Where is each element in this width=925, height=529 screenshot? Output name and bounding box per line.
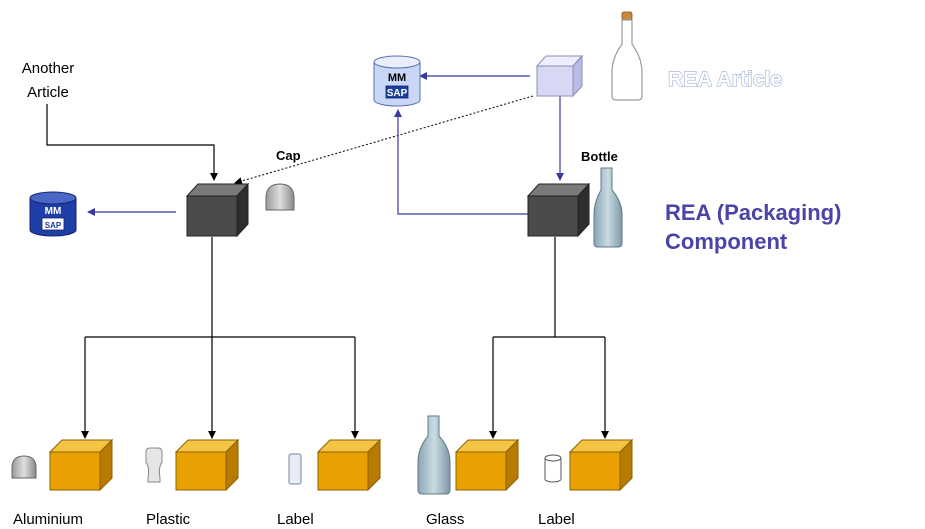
sap-logo-text: SAP bbox=[387, 88, 408, 99]
bottle-label: Bottle bbox=[581, 149, 618, 164]
rea-component-title-line1: REA (Packaging) bbox=[665, 200, 841, 225]
material-cube-plastic bbox=[174, 438, 240, 492]
cap-component-cube bbox=[185, 182, 250, 238]
cap-label: Cap bbox=[276, 148, 301, 163]
material-cube-label-left bbox=[316, 438, 382, 492]
label-cylinder-icon bbox=[544, 454, 562, 483]
sap-logo-text-left: SAP bbox=[45, 221, 62, 230]
material-label-label-left: Label bbox=[277, 511, 314, 528]
mm-database-top: MM SAP bbox=[373, 55, 421, 107]
mm-database-top-text: MM bbox=[388, 72, 406, 84]
rea-component-title-line2: Component bbox=[665, 229, 788, 254]
mm-database-left-text: MM bbox=[45, 206, 62, 217]
material-cube-glass bbox=[454, 438, 520, 492]
bottle-to-mm-arrow bbox=[394, 109, 528, 215]
label-strip-icon bbox=[288, 453, 302, 485]
article-cube bbox=[535, 54, 584, 98]
material-cube-label-right bbox=[568, 438, 634, 492]
material-label-plastic: Plastic bbox=[146, 511, 191, 528]
material-label-aluminium: Aluminium bbox=[13, 511, 83, 528]
sap-logo-icon bbox=[385, 85, 409, 99]
empty-bottle-icon bbox=[611, 11, 643, 101]
another-article-connector bbox=[46, 104, 218, 181]
rea-article-title: REA Article bbox=[668, 68, 782, 91]
cap-dome-icon bbox=[265, 183, 295, 211]
aluminium-cap-icon bbox=[11, 455, 37, 479]
article-to-cap-dotted-arrow bbox=[234, 95, 534, 185]
material-cube-aluminium bbox=[48, 438, 114, 492]
another-article-label-line2: Article bbox=[27, 84, 69, 101]
bottle-component-icon bbox=[593, 167, 623, 248]
plastic-stopper-icon bbox=[145, 447, 163, 483]
sap-logo-icon-left bbox=[41, 217, 65, 231]
material-label-label-right: Label bbox=[538, 511, 575, 528]
glass-bottle-icon bbox=[417, 415, 451, 495]
connectors bbox=[46, 72, 609, 439]
another-article-label-line1: Another bbox=[22, 60, 75, 77]
material-label-glass: Glass bbox=[426, 511, 464, 528]
mm-database-left: MM SAP bbox=[29, 191, 77, 237]
bottle-component-cube bbox=[526, 182, 591, 238]
